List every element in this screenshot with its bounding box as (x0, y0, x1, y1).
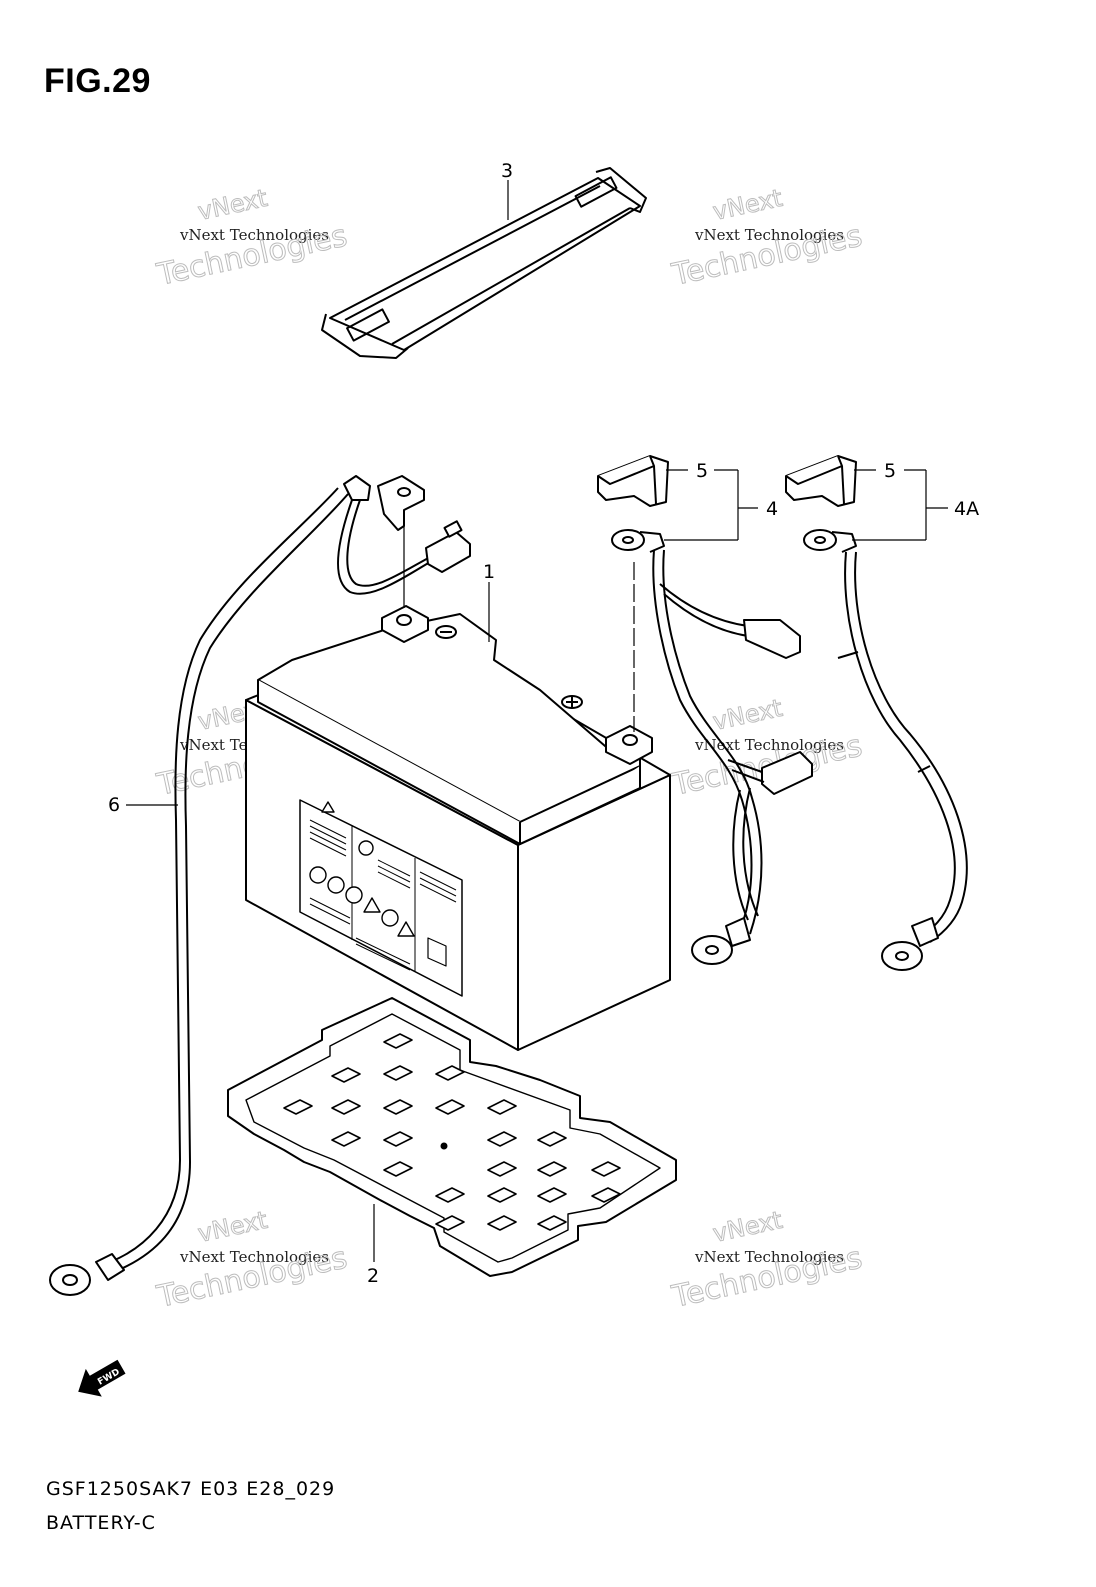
leader-bracket-4 (664, 469, 758, 541)
fwd-arrow-icon: FWD (78, 1359, 126, 1397)
callout-cap-right: 5 (884, 460, 896, 482)
cable-set-4 (611, 529, 813, 965)
watermark-small: vNext Technologies (694, 1248, 844, 1266)
watermark-large-top: vNext (710, 694, 784, 736)
battery (245, 605, 671, 1051)
callout-cable-set: 4 (766, 498, 778, 520)
watermark-small: vNext Technologies (694, 226, 844, 244)
footer-diagram-code: GSF1250SAK7 E03 E28_029 (46, 1478, 336, 1500)
callout-cable-set-a: 4A (954, 498, 979, 520)
callout-cap-left: 5 (696, 460, 708, 482)
figure-title: FIG.29 (44, 62, 151, 100)
watermark-small: vNext Technologies (179, 1248, 329, 1266)
watermark-large-top: vNext (710, 184, 784, 226)
watermark-large-top: vNext (710, 1206, 784, 1248)
ground-cable (49, 475, 471, 1296)
battery-tray (227, 997, 677, 1277)
watermark-large-top: vNext (195, 184, 269, 226)
callout-tray: 2 (367, 1265, 379, 1287)
callout-strap: 3 (501, 160, 513, 182)
battery-strap (321, 167, 647, 359)
callout-ground-cable: 6 (108, 794, 120, 816)
terminal-cap-right (785, 455, 857, 507)
footer-diagram-name: BATTERY-C (46, 1512, 156, 1534)
terminal-cap-left (597, 455, 669, 507)
watermark-small: vNext Technologies (179, 226, 329, 244)
watermark-small: vNext Technologies (694, 736, 844, 754)
watermark-large-top: vNext (195, 1206, 269, 1248)
leader-bracket-4a (852, 469, 948, 541)
callout-battery: 1 (483, 561, 495, 583)
cable-set-4a (803, 529, 968, 971)
